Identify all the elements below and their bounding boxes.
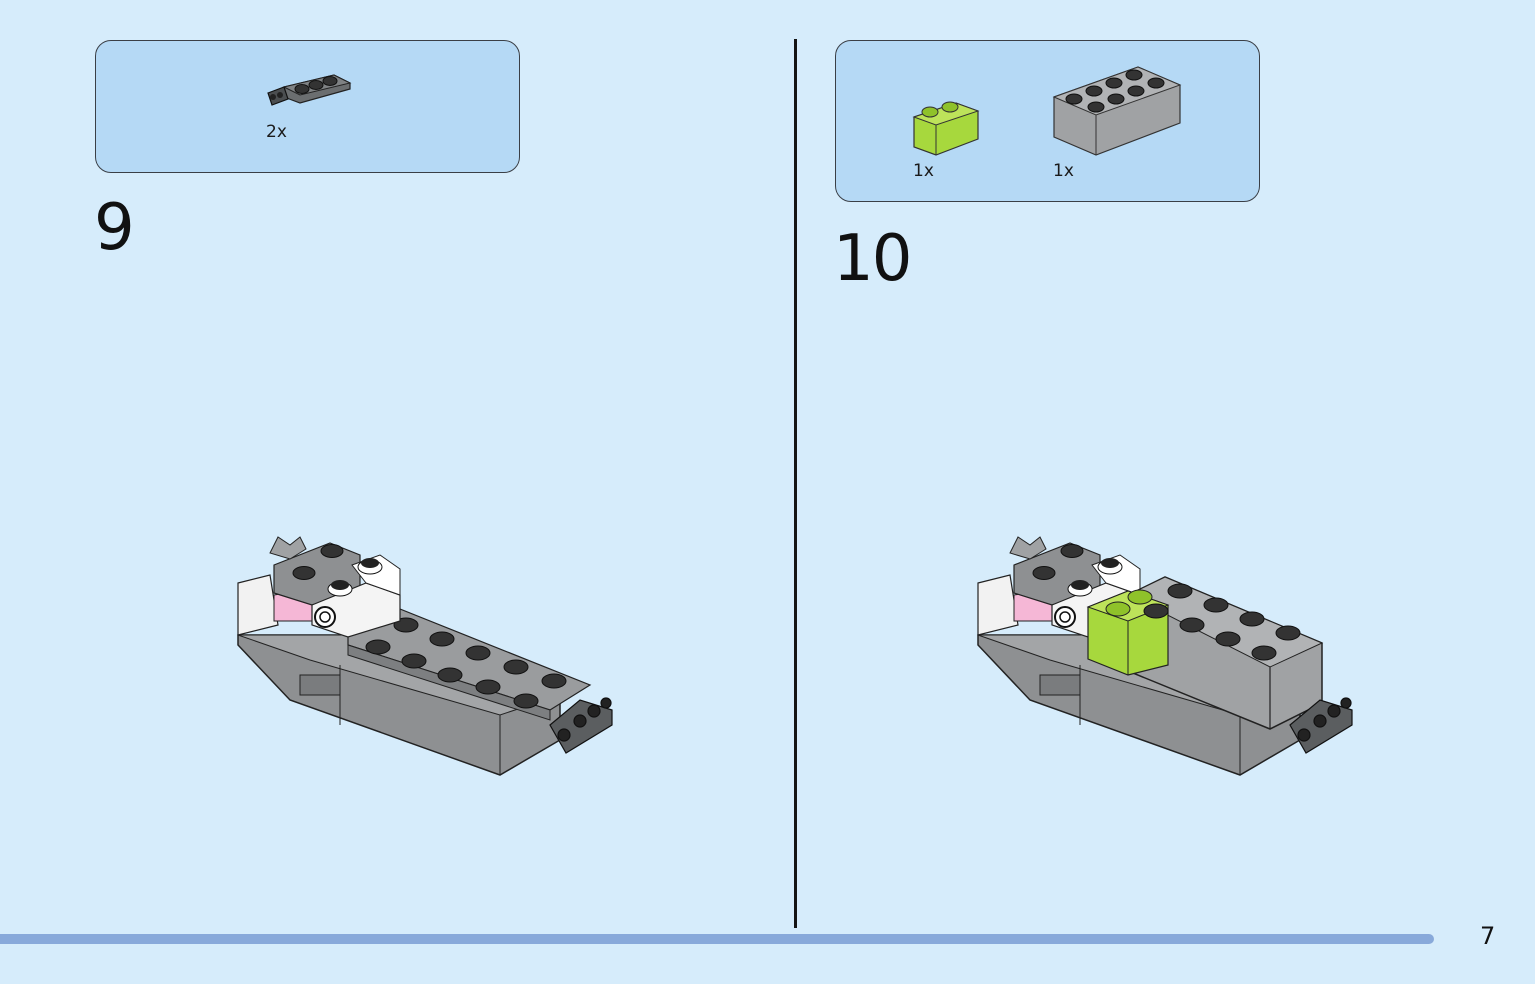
step-9-number: 9	[94, 191, 135, 265]
step-9-model-illustration	[237, 536, 613, 776]
step-10-part-1-qty: 1x	[913, 161, 934, 181]
step-10-number: 10	[833, 222, 912, 296]
page-number: 7	[1480, 922, 1496, 950]
bottom-progress-bar	[0, 934, 1434, 944]
dark-gray-plate-with-clip-icon	[267, 74, 352, 106]
step-9-parts-callout: 2x	[95, 40, 520, 173]
step-10-model-illustration	[977, 536, 1353, 776]
step-9-part-1-qty: 2x	[266, 122, 287, 142]
lime-brick-1x2-icon	[912, 101, 980, 156]
page-divider	[794, 39, 797, 928]
step-10-parts-callout: 1x 1x	[835, 40, 1260, 202]
step-10-part-2-qty: 1x	[1053, 161, 1074, 181]
gray-brick-2x4-icon	[1052, 66, 1182, 156]
